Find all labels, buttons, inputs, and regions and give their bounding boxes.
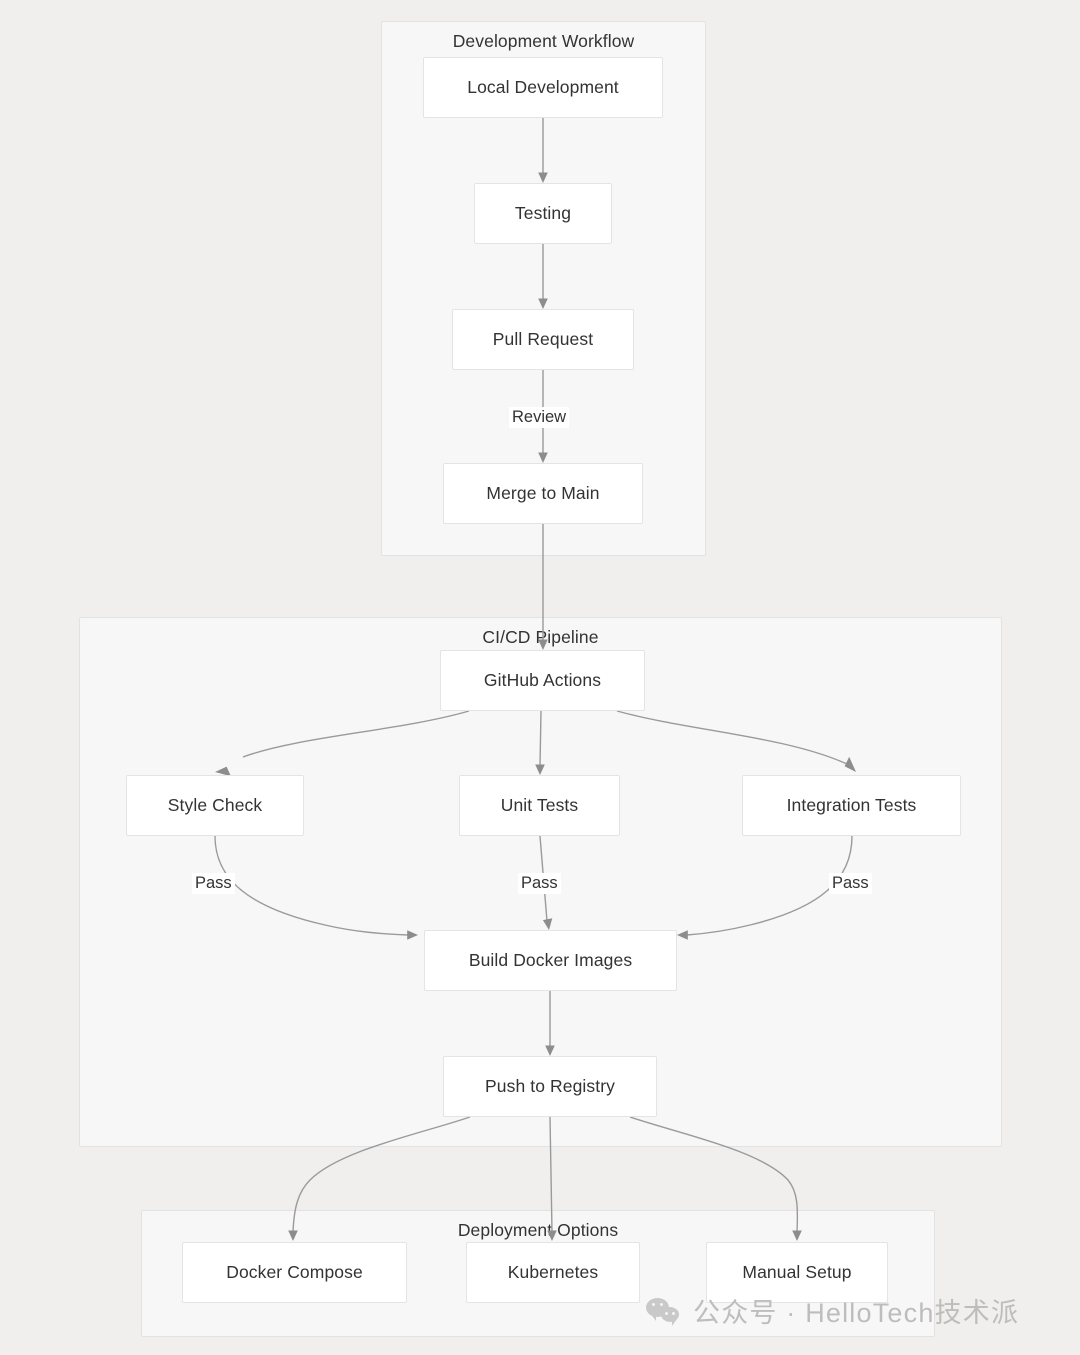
node-label: Push to Registry bbox=[485, 1076, 615, 1096]
watermark-text: 公众号 · HelloTech技术派 bbox=[693, 1298, 1020, 1328]
cluster-title-deployment-options: Deployment Options bbox=[457, 1220, 619, 1240]
edge-label-pass-style-check: Pass bbox=[192, 873, 235, 894]
node-label: Local Development bbox=[467, 77, 619, 97]
edge-label-review: Review bbox=[509, 407, 570, 428]
edge-label-pass-integration-tests: Pass bbox=[829, 873, 872, 894]
node-github-actions[interactable]: GitHub Actions bbox=[440, 650, 645, 711]
node-label: Pull Request bbox=[492, 329, 594, 349]
node-style-check[interactable]: Style Check bbox=[126, 775, 304, 836]
node-label: Style Check bbox=[167, 795, 263, 815]
edge-label-pass-unit-tests: Pass bbox=[518, 873, 561, 894]
node-integration-tests[interactable]: Integration Tests bbox=[742, 775, 961, 836]
node-build-docker-images[interactable]: Build Docker Images bbox=[424, 930, 677, 991]
node-label: GitHub Actions bbox=[483, 670, 602, 690]
node-label: Testing bbox=[514, 203, 572, 223]
node-testing[interactable]: Testing bbox=[474, 183, 612, 244]
node-label: Integration Tests bbox=[786, 795, 917, 815]
cluster-title-development-workflow: Development Workflow bbox=[452, 31, 635, 51]
node-pull-request[interactable]: Pull Request bbox=[452, 309, 634, 370]
node-kubernetes[interactable]: Kubernetes bbox=[466, 1242, 640, 1303]
node-push-to-registry[interactable]: Push to Registry bbox=[443, 1056, 657, 1117]
node-label: Unit Tests bbox=[500, 795, 579, 815]
watermark: 公众号 · HelloTech技术派 bbox=[646, 1291, 1019, 1330]
wechat-icon bbox=[646, 1297, 682, 1326]
node-local-development[interactable]: Local Development bbox=[423, 57, 663, 118]
node-docker-compose[interactable]: Docker Compose bbox=[182, 1242, 407, 1303]
node-label: Kubernetes bbox=[507, 1262, 599, 1282]
node-manual-setup[interactable]: Manual Setup bbox=[706, 1242, 888, 1303]
node-merge-to-main[interactable]: Merge to Main bbox=[443, 463, 643, 524]
cluster-title-cicd-pipeline: CI/CD Pipeline bbox=[482, 627, 599, 647]
node-label: Docker Compose bbox=[226, 1262, 363, 1282]
node-unit-tests[interactable]: Unit Tests bbox=[459, 775, 620, 836]
node-label: Build Docker Images bbox=[468, 950, 633, 970]
node-label: Merge to Main bbox=[486, 483, 600, 503]
node-label: Manual Setup bbox=[742, 1262, 852, 1282]
